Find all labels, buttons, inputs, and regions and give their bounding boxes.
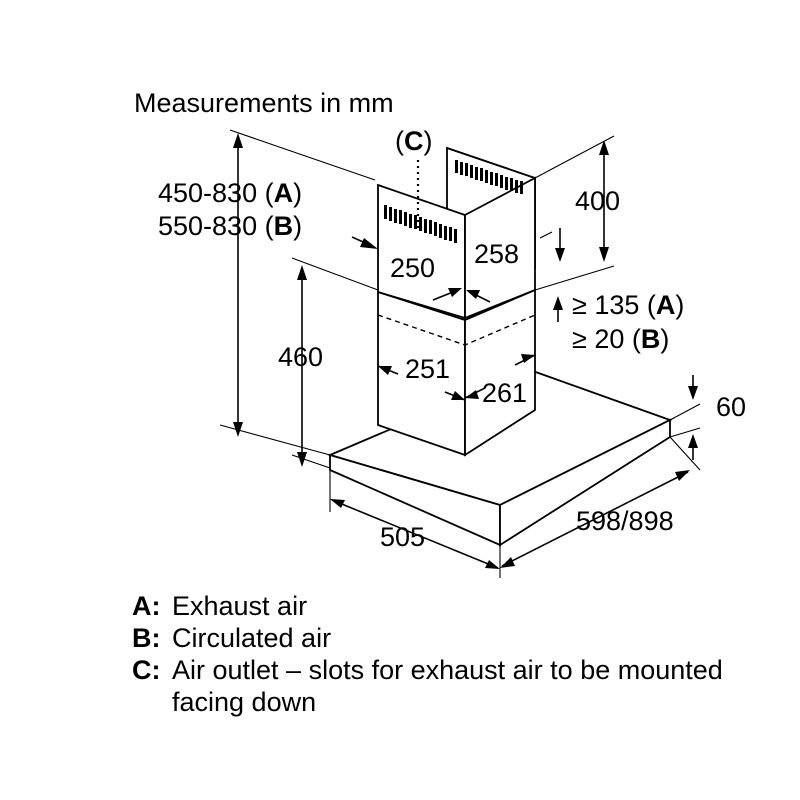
outlet-letter: C <box>404 126 424 156</box>
total-height-a-value: 450-830 ( <box>158 178 274 208</box>
total-height-b-value: 550-830 ( <box>158 211 274 241</box>
legend-text-c: Air outlet – slots for exhaust air to be… <box>172 655 723 717</box>
legend-item-a: A: Exhaust air <box>132 590 732 622</box>
clearance-label-a: ≥ 135 (A) <box>572 290 684 320</box>
outlet-paren-open: ( <box>395 126 404 156</box>
lower-chimney-height-label: 460 <box>278 342 323 372</box>
dimension-lines <box>219 129 701 578</box>
clearance-label-b: ≥ 20 (B) <box>572 324 669 354</box>
legend-key-c: C: <box>132 655 161 685</box>
total-height-label-a: 450-830 (A) <box>158 178 302 208</box>
canopy-depth-label: 505 <box>380 522 425 552</box>
chimney-joint-dashed <box>377 314 536 346</box>
lower-chimney-depth-label: 261 <box>482 378 527 408</box>
clearance-b-close: ) <box>660 324 669 354</box>
air-outlet-slots-back <box>455 160 523 194</box>
outlet-paren-close: ) <box>424 126 433 156</box>
air-outlet-slots-front <box>384 205 457 243</box>
total-height-b-letter: B <box>274 211 294 241</box>
clearance-b-letter: B <box>641 324 661 354</box>
canopy-width-label: 598/898 <box>576 506 674 536</box>
legend-item-b: B: Circulated air <box>132 622 732 654</box>
legend-key-a: A: <box>132 591 161 621</box>
outlet-marker-label: (C) <box>395 126 433 156</box>
upper-chimney-width-label: 250 <box>390 253 435 283</box>
clearance-a-letter: A <box>656 290 676 320</box>
total-height-a-close: ) <box>293 178 302 208</box>
legend-text-a: Exhaust air <box>172 591 308 621</box>
drawing-title: Measurements in mm <box>134 88 394 118</box>
total-height-label-b: 550-830 (B) <box>158 211 302 241</box>
legend-text-b: Circulated air <box>172 623 332 653</box>
legend-key-b: B: <box>132 623 161 653</box>
total-height-b-close: ) <box>293 211 302 241</box>
upper-chimney-height-label: 400 <box>575 186 620 216</box>
legend-item-c: C: Air outlet – slots for exhaust air to… <box>132 654 732 718</box>
canopy-thickness-label: 60 <box>716 392 746 422</box>
legend: A: Exhaust air B: Circulated air C: Air … <box>132 590 732 718</box>
lower-chimney-width-label: 251 <box>405 354 450 384</box>
clearance-a-close: ) <box>675 290 684 320</box>
clearance-a-value: ≥ 135 ( <box>572 290 656 320</box>
clearance-b-value: ≥ 20 ( <box>572 324 641 354</box>
upper-chimney-depth-label: 258 <box>474 239 519 269</box>
total-height-a-letter: A <box>274 178 294 208</box>
